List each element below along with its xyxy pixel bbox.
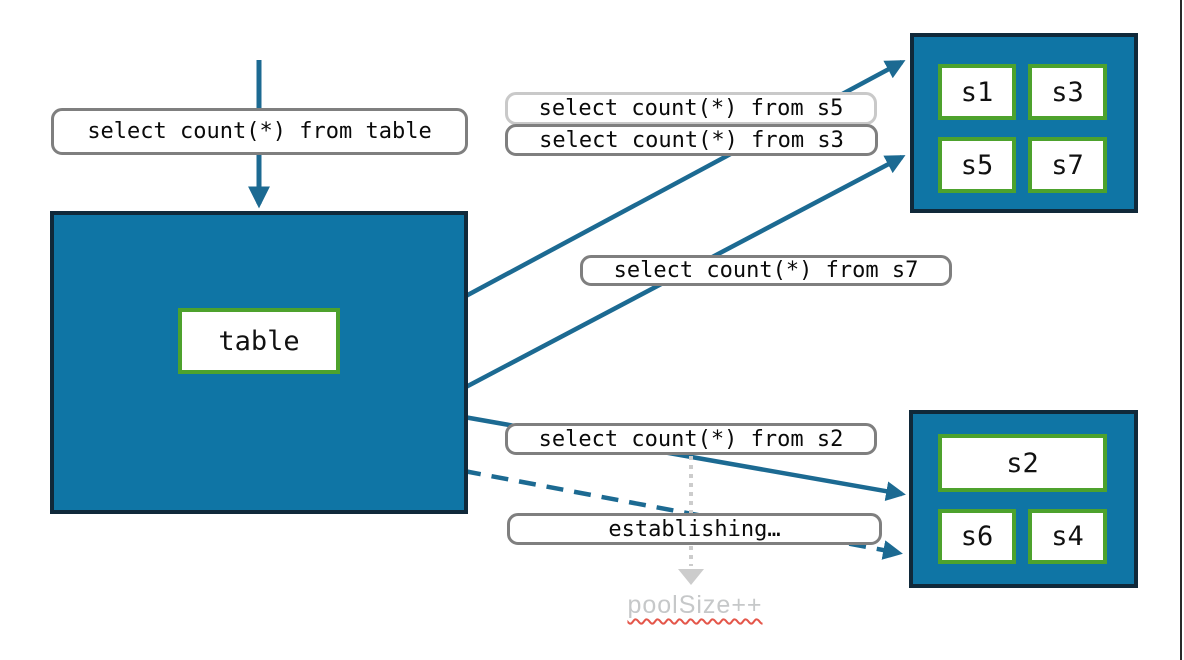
shard-s4: s4 xyxy=(1028,509,1107,564)
table-node: table xyxy=(50,211,468,514)
query-label-s3: select count(*) from s3 xyxy=(505,124,878,156)
shard-s3: s3 xyxy=(1028,64,1107,120)
poolsize-label: poolSize++ xyxy=(627,591,763,619)
shard-s1: s1 xyxy=(938,64,1016,120)
shard-s5: s5 xyxy=(938,137,1016,193)
poolsize-arrowhead-icon xyxy=(678,569,704,585)
shard-group-top: s1 s3 s5 s7 xyxy=(910,33,1138,213)
query-label-s7: select count(*) from s7 xyxy=(580,255,952,286)
shard-s2: s2 xyxy=(938,434,1107,492)
query-label-s5: select count(*) from s5 xyxy=(505,92,877,125)
slide-edge-line xyxy=(1180,0,1182,660)
shard-s6: s6 xyxy=(938,509,1016,564)
establishing-label: establishing… xyxy=(507,513,882,545)
query-label-table: select count(*) from table xyxy=(51,108,468,155)
shard-group-bottom: s2 s6 s4 xyxy=(909,410,1138,588)
shard-s7: s7 xyxy=(1028,137,1107,193)
query-label-s2: select count(*) from s2 xyxy=(505,423,877,455)
table-node-label: table xyxy=(178,308,340,374)
